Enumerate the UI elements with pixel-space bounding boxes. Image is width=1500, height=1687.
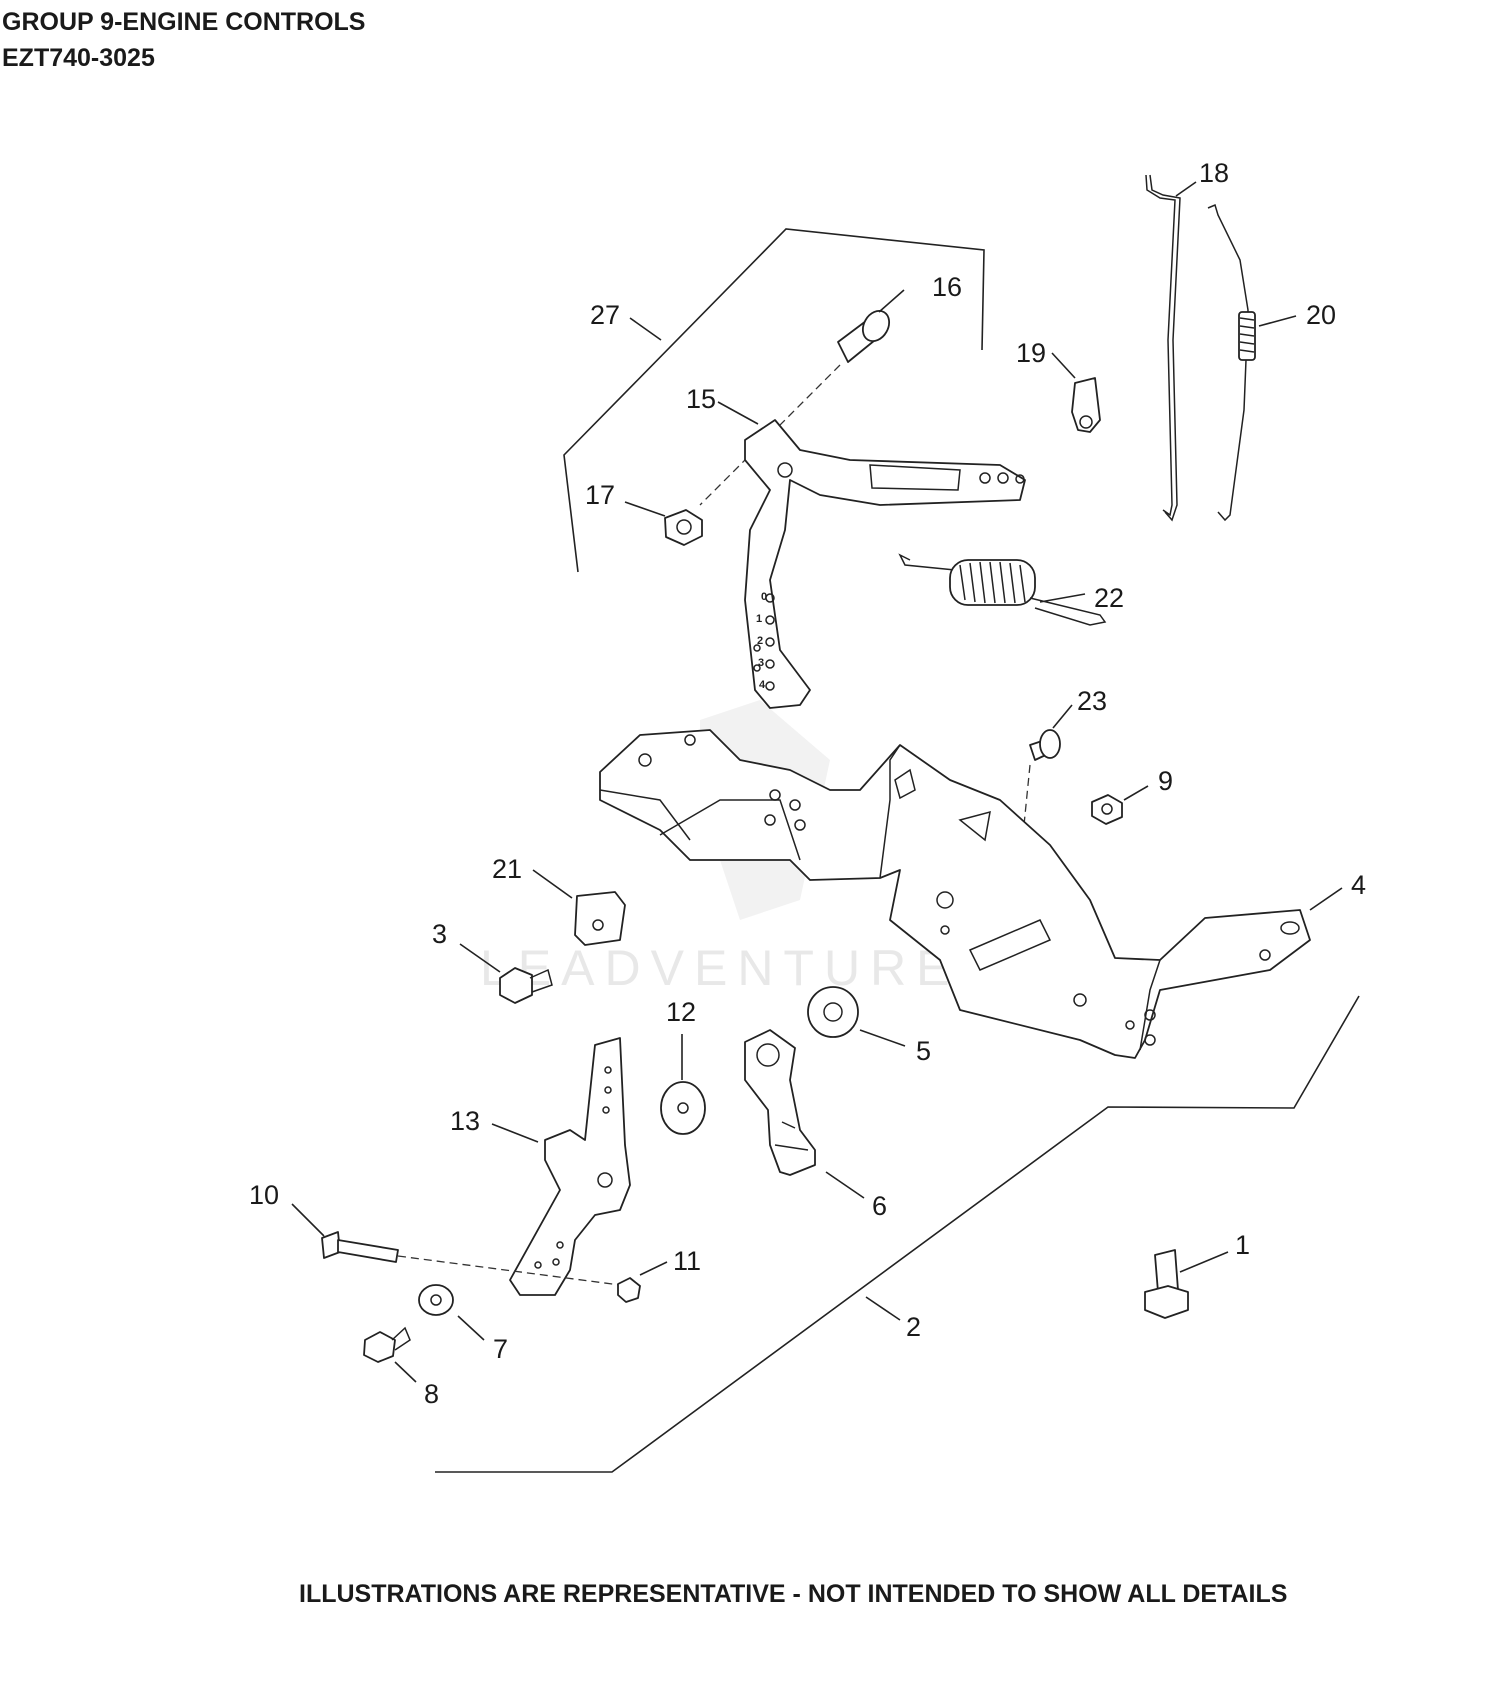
part-16-clevis-pin xyxy=(837,310,891,363)
callout-5: 5 xyxy=(916,1036,931,1066)
group-outline-2 xyxy=(435,995,1360,1473)
callout-9: 9 xyxy=(1158,766,1173,796)
part-20-spring-rod xyxy=(1207,203,1256,522)
part-18-throttle-rod xyxy=(1145,174,1181,522)
part-3-flange-bolt xyxy=(499,967,553,1004)
part-15-throttle-lever: 0 1 2 3 4 xyxy=(744,419,1026,709)
callout-16: 16 xyxy=(932,272,962,302)
callout-18: 18 xyxy=(1199,158,1229,188)
callout-19: 19 xyxy=(1016,338,1046,368)
part-19-cable-clip xyxy=(1071,377,1101,433)
callout-22: 22 xyxy=(1094,583,1124,613)
part-22-extension-spring xyxy=(898,553,1107,626)
diagram-title: GROUP 9-ENGINE CONTROLS xyxy=(2,8,366,36)
callout-1: 1 xyxy=(1235,1230,1250,1260)
assembly-line-10 xyxy=(397,1255,621,1286)
callout-17: 17 xyxy=(585,480,615,510)
part-5-washer xyxy=(807,986,859,1038)
part-8-bolt xyxy=(363,1326,411,1363)
callout-23: 23 xyxy=(1077,686,1107,716)
callout-numbers: 18 20 27 16 19 15 17 22 23 9 4 21 3 12 5… xyxy=(249,158,1366,1409)
part-7-washer xyxy=(418,1284,454,1316)
leader-lines xyxy=(291,181,1343,1383)
callout-4: 4 xyxy=(1351,870,1366,900)
throttle-scale-0: 0 xyxy=(761,591,767,603)
part-4-control-bracket xyxy=(599,729,1311,1059)
part-10-bolt xyxy=(321,1231,399,1263)
callout-11: 11 xyxy=(673,1246,701,1276)
part-9-nut xyxy=(1091,794,1123,825)
callout-7: 7 xyxy=(493,1334,508,1364)
part-6-lever-plate xyxy=(744,1029,816,1176)
callout-13: 13 xyxy=(450,1106,480,1136)
part-1-flange-bolt xyxy=(1144,1249,1189,1319)
throttle-scale-4: 4 xyxy=(759,679,766,691)
group-outline-27 xyxy=(563,228,985,573)
callout-3: 3 xyxy=(432,919,447,949)
callout-8: 8 xyxy=(424,1379,439,1409)
part-11-nut xyxy=(617,1277,641,1303)
callout-12: 12 xyxy=(666,997,696,1027)
throttle-scale-2: 2 xyxy=(757,635,763,647)
part-12-washer xyxy=(660,1081,706,1135)
throttle-scale-3: 3 xyxy=(758,657,764,669)
disclaimer-footer: ILLUSTRATIONS ARE REPRESENTATIVE - NOT I… xyxy=(299,1580,1288,1608)
callout-2: 2 xyxy=(906,1312,921,1342)
callout-27: 27 xyxy=(590,300,620,330)
callout-6: 6 xyxy=(872,1191,887,1221)
part-21-clip xyxy=(574,891,626,946)
callout-21: 21 xyxy=(492,854,522,884)
watermark-text: LEADVENTURE xyxy=(480,940,960,996)
model-number: EZT740-3025 xyxy=(2,44,155,72)
callout-15: 15 xyxy=(686,384,716,414)
callout-20: 20 xyxy=(1306,300,1336,330)
throttle-scale-1: 1 xyxy=(756,613,762,625)
part-23-shoulder-bolt xyxy=(1029,729,1061,761)
callout-10: 10 xyxy=(249,1180,279,1210)
part-13-control-arm xyxy=(509,1037,631,1296)
part-17-nut xyxy=(664,509,703,546)
